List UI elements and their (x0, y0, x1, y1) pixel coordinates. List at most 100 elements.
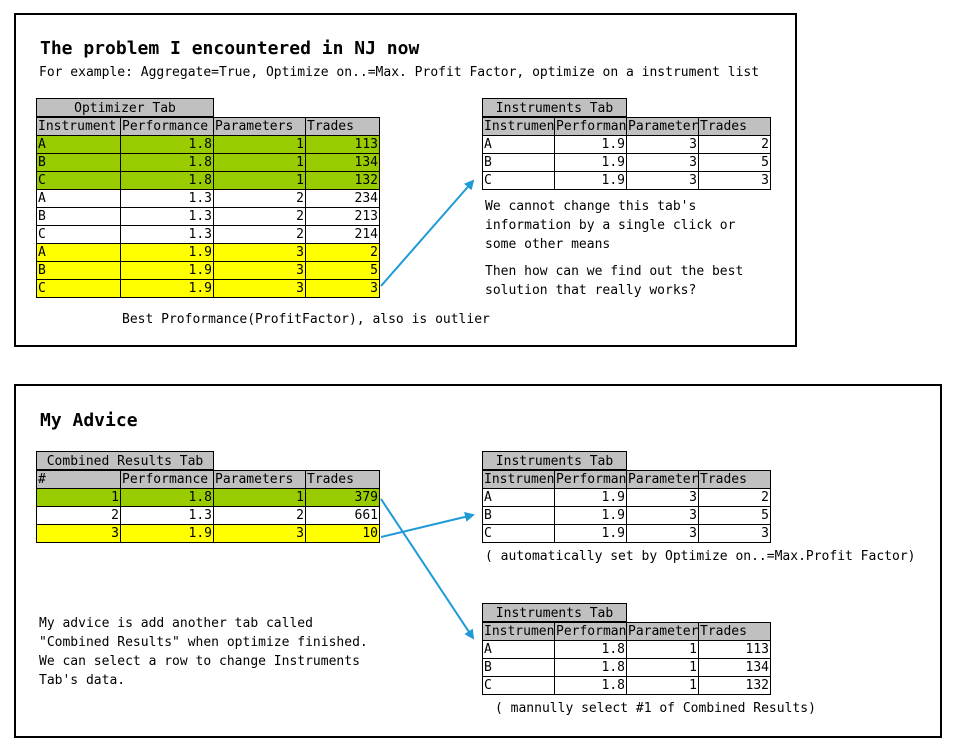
optimizer-caption: Best Proformance(ProfitFactor), also is … (122, 312, 490, 327)
table-cell: 3 (213, 261, 306, 280)
table-cell: C (482, 524, 555, 543)
note-line: some other means (485, 237, 611, 252)
table-cell: 1 (626, 640, 699, 659)
column-header[interactable]: Parameters (626, 117, 699, 136)
table-cell: 5 (698, 153, 771, 172)
column-header[interactable]: Parameters (626, 622, 699, 641)
table-cell: C (36, 225, 121, 244)
table-cell: 1.9 (120, 243, 214, 262)
column-header[interactable]: Performance (120, 470, 214, 489)
table-cell: C (36, 171, 121, 190)
column-header[interactable]: Performance (554, 117, 627, 136)
table-cell: 5 (698, 506, 771, 525)
note-line: Then how can we find out the best (485, 264, 744, 279)
advice-panel (14, 384, 942, 738)
optimizer-tab-label[interactable]: Optimizer Tab (36, 98, 214, 117)
column-header[interactable]: Trades (698, 622, 771, 641)
problem-title: The problem I encountered in NJ now (40, 38, 420, 59)
table-cell: 3 (626, 506, 699, 525)
problem-subtitle: For example: Aggregate=True, Optimize on… (39, 65, 760, 80)
instruments-tab-manual-label[interactable]: Instruments Tab (482, 603, 627, 622)
column-header[interactable]: Parameters (213, 470, 306, 489)
column-header[interactable]: Parameters (213, 117, 306, 136)
column-header[interactable]: Instrument (482, 117, 555, 136)
instruments-tab-auto-label[interactable]: Instruments Tab (482, 451, 627, 470)
table-cell: C (36, 279, 121, 298)
combined-results-tab-label[interactable]: Combined Results Tab (36, 451, 214, 470)
table-cell: 1.3 (120, 506, 214, 525)
table-cell: B (482, 506, 555, 525)
instruments-tab-label[interactable]: Instruments Tab (482, 98, 627, 117)
table-cell: 1 (626, 676, 699, 695)
table-cell: 1.8 (120, 153, 214, 172)
note-line: We can select a row to change Instrument… (39, 654, 360, 669)
table-cell: 1.8 (554, 676, 627, 695)
instruments-table-manual: InstrumentPerformanceParametersTradesA1.… (482, 622, 771, 695)
table-cell: 1 (213, 488, 306, 507)
arrow-outlier-to-instruments (380, 179, 475, 287)
table-cell: 113 (698, 640, 771, 659)
column-header[interactable]: Performance (120, 117, 214, 136)
table-cell: 1.9 (554, 506, 627, 525)
manual-caption: ( mannully select #1 of Combined Results… (495, 701, 816, 716)
note-line: My advice is add another tab called (39, 616, 313, 631)
table-cell: 3 (626, 171, 699, 190)
table-cell: 2 (213, 506, 306, 525)
note-line: information by a single click or (485, 218, 736, 233)
arrow-row3-to-auto-instruments (380, 511, 475, 538)
arrow-row1-to-manual-instruments (380, 498, 475, 640)
table-cell: B (36, 207, 121, 226)
table-cell: A (36, 135, 121, 154)
table-cell: 1.3 (120, 189, 214, 208)
table-cell: 1.9 (120, 524, 214, 543)
advice-note: My advice is add another tab called "Com… (39, 614, 368, 690)
column-header[interactable]: Performance (554, 622, 627, 641)
table-cell: 1.9 (554, 153, 627, 172)
table-cell: A (482, 135, 555, 154)
column-header[interactable]: Performance (554, 470, 627, 489)
note-line: Tab's data. (39, 673, 126, 688)
column-header[interactable]: Parameters (626, 470, 699, 489)
column-header[interactable]: Trades (305, 117, 380, 136)
table-cell: B (36, 153, 121, 172)
table-cell: 2 (213, 225, 306, 244)
table-cell: 113 (305, 135, 380, 154)
table-cell: 10 (305, 524, 380, 543)
table-cell: 3 (698, 524, 771, 543)
table-cell: 1.9 (554, 488, 627, 507)
table-cell: 3 (36, 524, 121, 543)
table-cell: A (482, 640, 555, 659)
column-header[interactable]: Instrument (36, 117, 121, 136)
table-cell: 214 (305, 225, 380, 244)
table-cell: 1.9 (554, 524, 627, 543)
table-cell: 1.8 (554, 658, 627, 677)
note-how-find: Then how can we find out the best soluti… (485, 262, 743, 300)
table-cell: 2 (36, 506, 121, 525)
table-cell: 1.9 (554, 171, 627, 190)
auto-caption: ( automatically set by Optimize on..=Max… (485, 549, 916, 564)
table-cell: 1 (213, 171, 306, 190)
column-header[interactable]: Trades (698, 117, 771, 136)
table-cell: 1.8 (554, 640, 627, 659)
